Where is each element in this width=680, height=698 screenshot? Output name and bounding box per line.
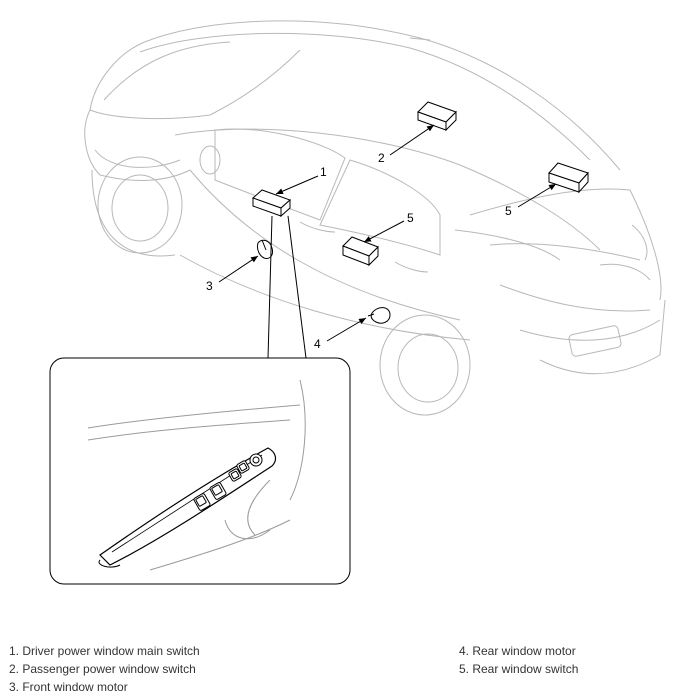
legend-item-3: 3. Front window motor xyxy=(9,680,128,694)
legend-left: 1. Driver power window main switch 2. Pa… xyxy=(9,642,200,696)
component-passenger-switch xyxy=(417,101,457,132)
component-rear-switch-right xyxy=(548,162,589,194)
legend-item-4: 4. Rear window motor xyxy=(459,644,576,658)
car-component-diagram: 1 2 5 5 3 4 xyxy=(49,20,666,585)
component-main-switch xyxy=(252,189,291,218)
legend-right: 4. Rear window motor 5. Rear window swit… xyxy=(459,642,578,678)
window-switch-buttons xyxy=(193,453,263,511)
legend-item-5: 5. Rear window switch xyxy=(459,662,579,676)
component-rear-motor xyxy=(367,307,391,324)
callout-2: 2 xyxy=(378,151,385,165)
detail-inset xyxy=(49,357,351,585)
leader-lines xyxy=(218,124,557,359)
callout-3: 3 xyxy=(206,279,213,293)
component-rear-switch-left xyxy=(342,236,379,267)
legend-item-1: 1. Driver power window main switch xyxy=(9,644,200,658)
callout-5-hatch: 5 xyxy=(505,204,512,218)
car-outline xyxy=(84,20,666,416)
callout-1: 1 xyxy=(320,165,327,179)
legend-item-2: 2. Passenger power window switch xyxy=(9,662,196,676)
callout-4: 4 xyxy=(314,337,321,351)
callout-5-door: 5 xyxy=(407,211,414,225)
